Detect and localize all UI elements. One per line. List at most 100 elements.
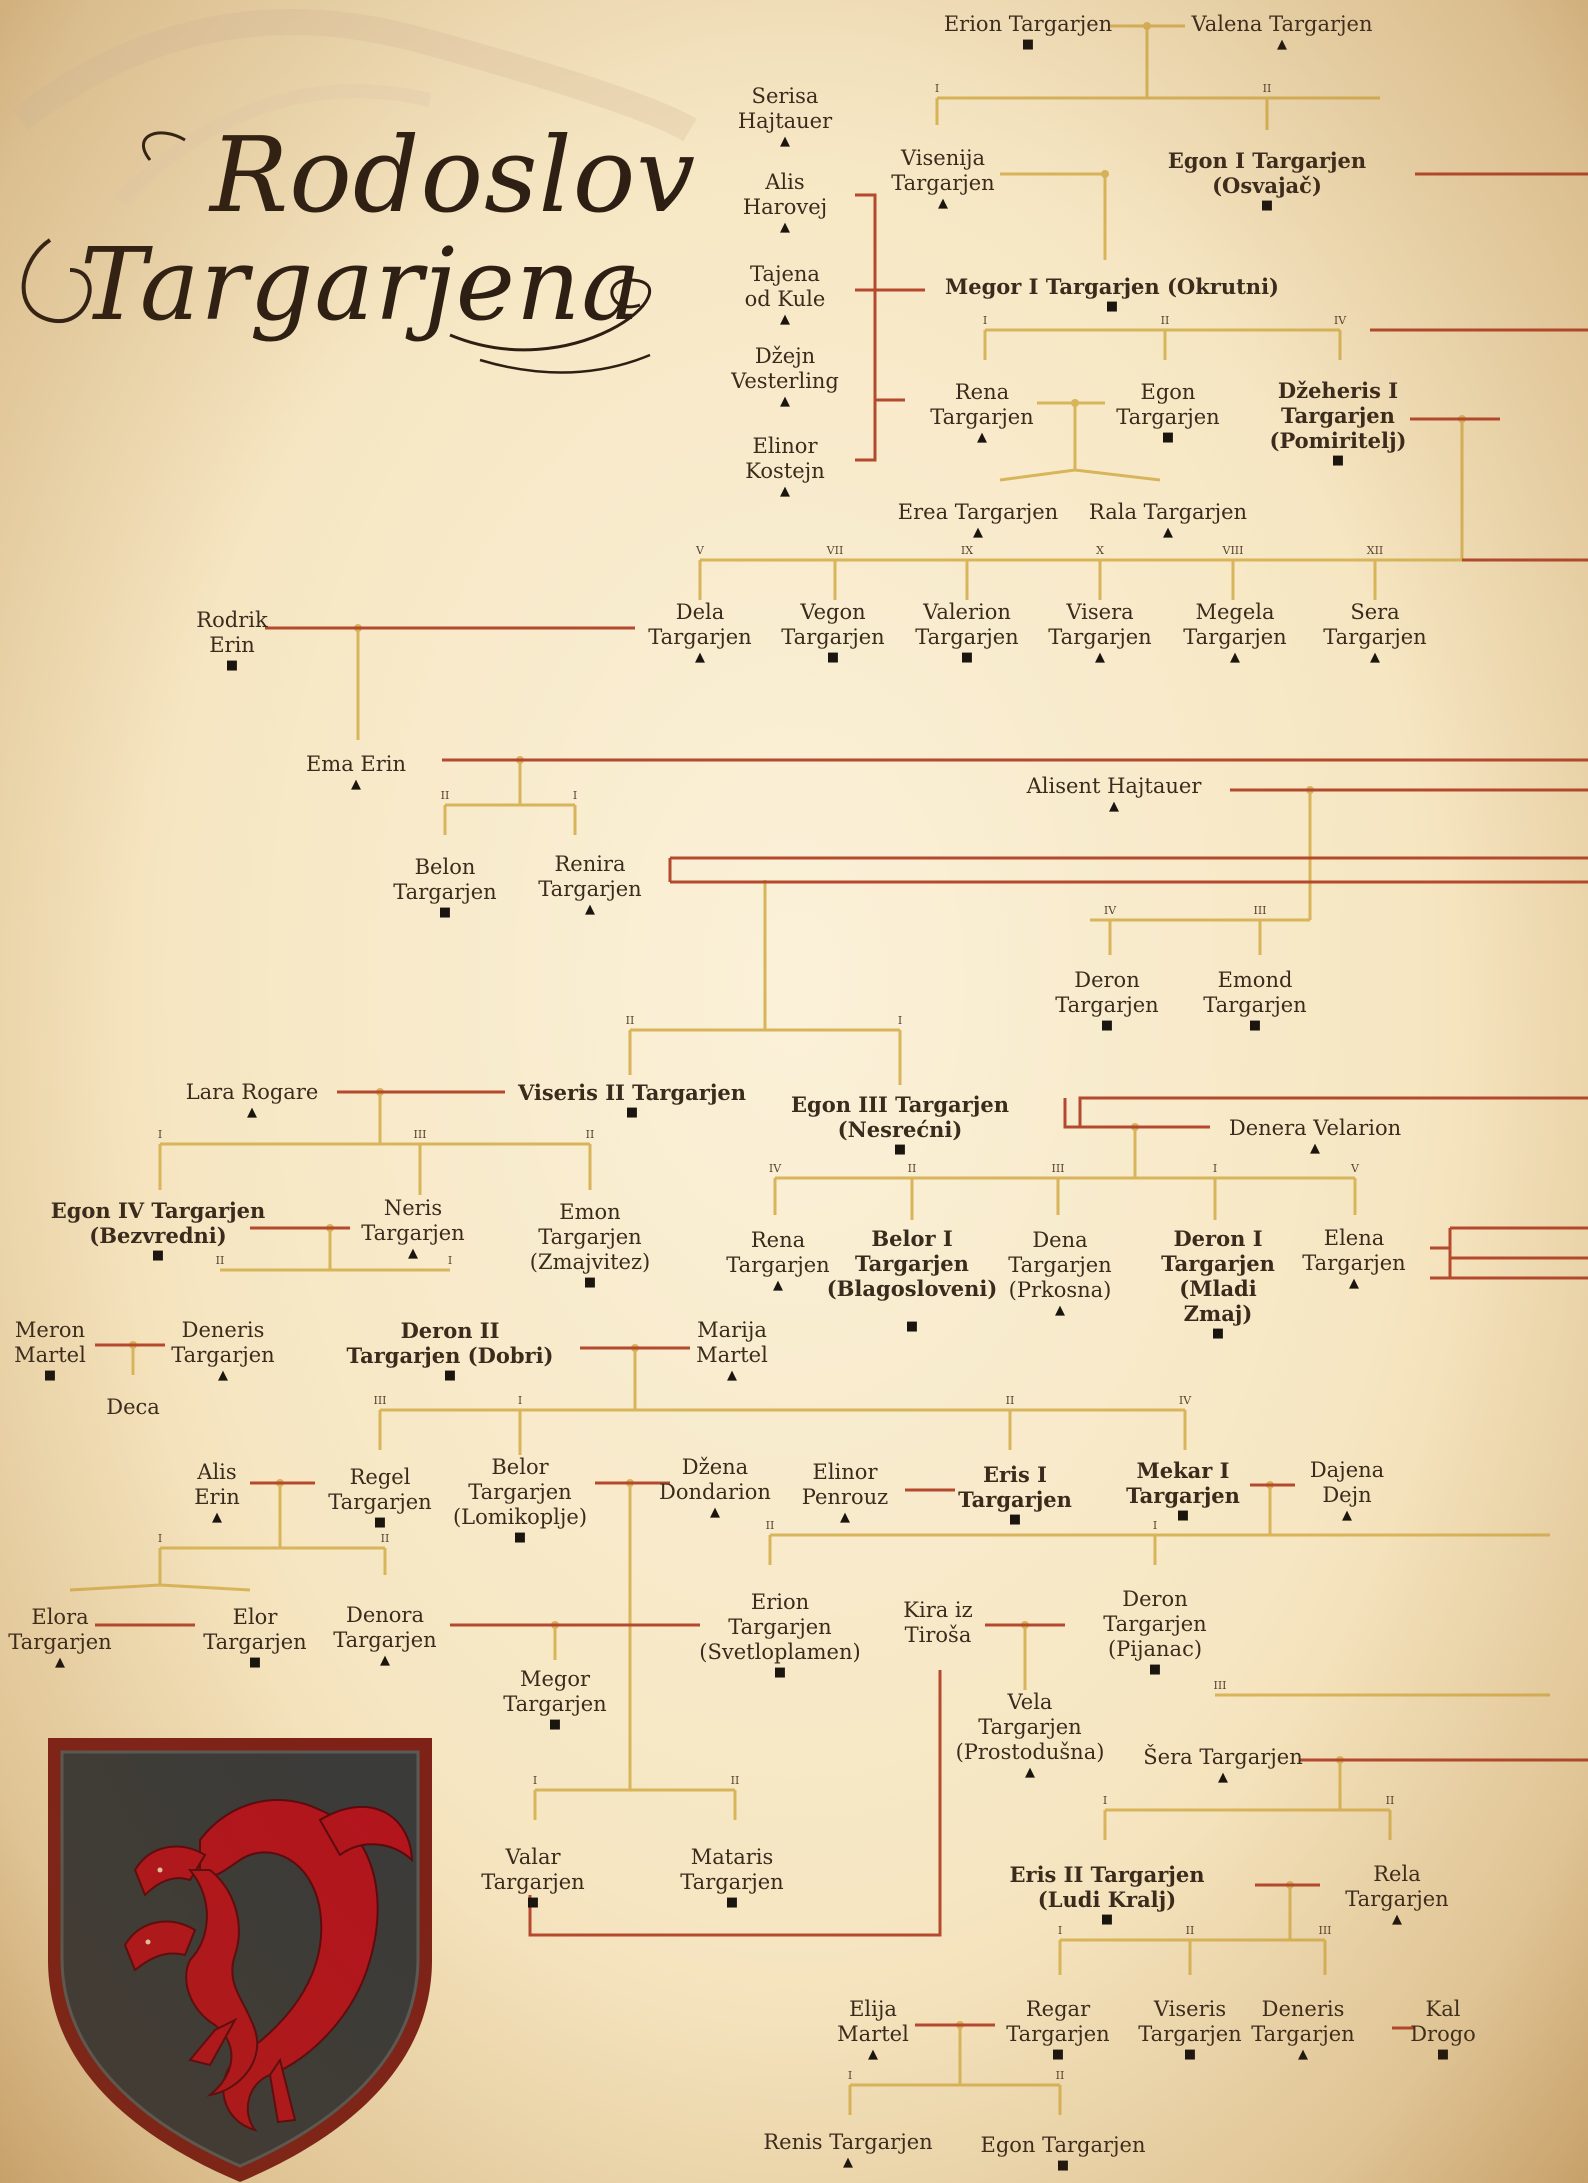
male-marker: ■ (1100, 1018, 1114, 1033)
female-marker: ▲ (218, 1368, 228, 1383)
svg-text:I: I (1103, 1794, 1107, 1807)
person-elora-targarjen: Elora Targarjen▲ (8, 1605, 112, 1670)
male-marker: ■ (1436, 2047, 1450, 2062)
svg-text:I: I (848, 2069, 852, 2082)
person-vegon-targarjen: Vegon Targarjen■ (781, 600, 885, 665)
svg-text:II: II (381, 1532, 390, 1545)
svg-text:II: II (626, 1014, 635, 1027)
svg-text:II: II (908, 1162, 917, 1175)
person-deneris-targarjen: Deneris Targarjen▲ (171, 1318, 275, 1383)
female-marker: ▲ (585, 902, 595, 917)
person-dzeheris-i-targarjen: Džeheris I Targarjen (Pomiritelj)■ (1269, 378, 1407, 468)
svg-text:II: II (441, 789, 450, 802)
person-regar-targarjen: Regar Targarjen■ (1006, 1997, 1110, 2062)
female-marker: ▲ (211, 1510, 222, 1525)
male-marker: ■ (151, 1248, 165, 1263)
svg-text:II: II (586, 1128, 595, 1141)
female-marker: ▲ (1055, 1303, 1065, 1318)
male-marker: ■ (1105, 299, 1119, 314)
svg-text:I: I (518, 1394, 522, 1407)
person-kira-iz-tirosa: Kira iz Tiroša (903, 1598, 973, 1647)
person-elija-martel: Elija Martel▲ (837, 1997, 909, 2062)
svg-text:I: I (1213, 1162, 1217, 1175)
person-alis-erin: Alis Erin▲ (194, 1460, 240, 1525)
person-meron-martel: Meron Martel■ (14, 1318, 86, 1383)
female-marker: ▲ (408, 1246, 418, 1261)
svg-text:II: II (1386, 1794, 1395, 1807)
female-marker: ▲ (1095, 650, 1105, 665)
male-marker: ■ (905, 1319, 919, 1334)
person-dzejn-vesterling: Džejn Vesterling▲ (731, 344, 839, 409)
female-marker: ▲ (351, 777, 361, 792)
person-visera-targarjen: Visera Targarjen▲ (1048, 600, 1152, 665)
svg-text:X: X (1096, 544, 1104, 557)
female-marker: ▲ (727, 1368, 737, 1383)
person-egon-iii-targarjen: Egon III Targarjen (Nesrećni)■ (791, 1092, 1009, 1157)
title: Rodoslov Targarjena (10, 120, 695, 380)
person-viseris-ii-targarjen: Viseris II Targarjen■ (517, 1080, 747, 1120)
female-marker: ▲ (779, 312, 790, 327)
female-marker: ▲ (843, 2155, 853, 2170)
person-rala-targarjen: Rala Targarjen▲ (1088, 500, 1248, 540)
person-alis-harovej: Alis Harovej▲ (742, 170, 828, 235)
svg-text:VIII: VIII (1222, 544, 1244, 557)
female-marker: ▲ (247, 1105, 257, 1120)
female-marker: ▲ (1392, 1912, 1402, 1927)
female-marker: ▲ (55, 1655, 65, 1670)
person-eris-ii-targarjen: Eris II Targarjen (Ludi Kralj)■ (1009, 1862, 1205, 1927)
svg-text:III: III (1213, 1679, 1226, 1692)
person-lara-rogare: Lara Rogare▲ (185, 1080, 319, 1120)
svg-text:II: II (1056, 2069, 1065, 2082)
svg-text:V: V (695, 544, 705, 557)
male-marker: ■ (1021, 37, 1035, 52)
female-marker: ▲ (779, 134, 790, 149)
title-line-1: Rodoslov (210, 114, 697, 236)
person-deron-targarjen: Deron Targarjen■ (1055, 968, 1159, 1033)
male-marker: ■ (1260, 198, 1274, 213)
female-marker: ▲ (1230, 650, 1240, 665)
person-emon-targarjen: Emon Targarjen (Zmajvitez)■ (529, 1200, 651, 1290)
female-marker: ▲ (1024, 1765, 1035, 1780)
male-marker: ■ (773, 1665, 787, 1680)
person-valerion-targarjen: Valerion Targarjen■ (915, 600, 1019, 665)
person-belor-lomikoplje: Belor Targarjen (Lomikoplje)■ (452, 1455, 588, 1545)
female-marker: ▲ (779, 220, 790, 235)
male-marker: ■ (438, 905, 452, 920)
male-marker: ■ (43, 1368, 57, 1383)
person-deneris-targarjen-2: Deneris Targarjen▲ (1251, 1997, 1355, 2062)
svg-text:II: II (766, 1519, 775, 1532)
watermark-ornament (12, 9, 697, 205)
person-serisa-hajtauer: Serisa Hajtauer▲ (737, 84, 833, 149)
person-elinor-kostejn: Elinor Kostejn▲ (745, 434, 825, 499)
person-viseris-targarjen: Viseris Targarjen■ (1138, 1997, 1242, 2062)
title-line-2: Targarjena (80, 226, 643, 343)
svg-text:I: I (898, 1014, 902, 1027)
svg-text:III: III (413, 1128, 426, 1141)
female-marker: ▲ (709, 1505, 720, 1520)
person-ema-erin: Ema Erin▲ (305, 752, 407, 792)
person-denora-targarjen: Denora Targarjen▲ (333, 1603, 437, 1668)
person-egon-targarjen-last: Egon Targarjen■ (980, 2133, 1146, 2173)
female-marker: ▲ (1370, 650, 1380, 665)
person-rena-targarjen-2: Rena Targarjen▲ (726, 1228, 830, 1293)
female-marker: ▲ (1349, 1276, 1359, 1291)
person-valena-targarjen: Valena Targarjen▲ (1191, 12, 1373, 52)
female-marker: ▲ (1162, 525, 1173, 540)
svg-text:III: III (373, 1394, 386, 1407)
person-dena-targarjen: Dena Targarjen (Prkosna)▲ (1008, 1228, 1112, 1318)
female-marker: ▲ (1277, 37, 1287, 52)
female-marker: ▲ (938, 196, 948, 211)
person-megor-targarjen: Megor Targarjen■ (503, 1667, 607, 1732)
svg-text:IV: IV (1179, 1394, 1192, 1407)
female-marker: ▲ (1310, 1141, 1320, 1156)
svg-text:II: II (1186, 1924, 1195, 1937)
person-alisent-hajtauer: Alisent Hajtauer▲ (1026, 774, 1202, 814)
person-sera-targarjen: Sera Targarjen▲ (1323, 600, 1427, 665)
male-marker: ■ (1211, 1326, 1225, 1341)
person-elena-targarjen: Elena Targarjen▲ (1302, 1226, 1406, 1291)
person-egon-iv-targarjen: Egon IV Targarjen (Bezvredni)■ (50, 1198, 266, 1263)
person-valar-targarjen: Valar Targarjen■ (481, 1845, 585, 1910)
title-flourish (21, 131, 652, 374)
female-marker: ▲ (839, 1510, 850, 1525)
